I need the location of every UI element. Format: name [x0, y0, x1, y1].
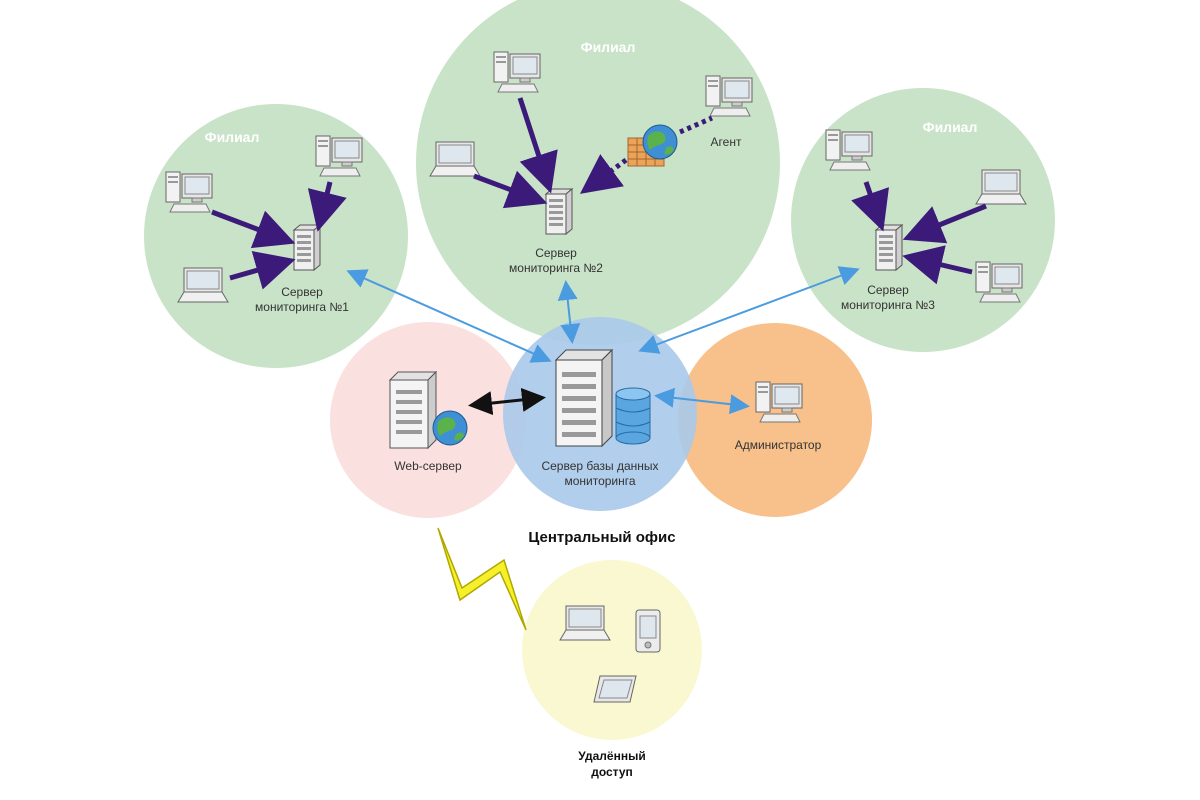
agent-dotted-link	[678, 115, 714, 135]
globe-icon	[642, 124, 678, 160]
web-server-icon	[388, 370, 438, 450]
remote-access-circle	[522, 560, 702, 740]
computer-icon	[315, 135, 363, 177]
laptop-icon	[429, 141, 481, 177]
database-icon	[615, 387, 651, 445]
arrow-right-laptop	[902, 203, 987, 244]
remote-access-label-line2: доступ	[591, 765, 633, 779]
arrow-right-pc2	[902, 245, 973, 285]
laptop-icon	[975, 169, 1027, 205]
central-office-label: Центральный офис	[528, 529, 675, 546]
server-icon	[293, 224, 321, 271]
server-icon	[875, 224, 903, 271]
branch-left-title: Филиал	[205, 129, 260, 145]
computer-icon	[705, 75, 753, 117]
laptop-icon	[559, 605, 611, 641]
arrow-right-pc1	[851, 181, 889, 232]
server-3-label-line1: Сервер	[867, 283, 909, 297]
pda-icon	[635, 609, 661, 653]
laptop-icon	[177, 267, 229, 303]
computer-icon	[755, 381, 803, 423]
link-web-db	[468, 387, 546, 416]
computer-icon	[165, 171, 213, 213]
branch-top-title: Филиал	[581, 39, 636, 55]
link-server3-db	[638, 266, 860, 354]
db-server-label-line1: Сервер базы данных	[541, 459, 658, 473]
globe-icon	[432, 410, 468, 446]
arrow-left-laptop	[229, 251, 296, 290]
link-server1-db	[346, 269, 552, 363]
link-db-admin	[654, 387, 750, 415]
computer-icon	[975, 261, 1023, 303]
arrow-top-laptop	[473, 170, 548, 209]
computer-icon	[493, 51, 541, 93]
link-server2-db	[557, 280, 581, 344]
remote-access-label-line1: Удалённый	[578, 749, 645, 763]
arrow-left-pc1	[211, 209, 296, 249]
arrow-left-pc2	[307, 181, 347, 232]
computer-icon	[825, 129, 873, 171]
db-server-icon	[554, 348, 614, 448]
db-server-label-line2: мониторинга	[564, 474, 635, 488]
server-1-label-line1: Сервер	[281, 285, 323, 299]
arrow-top-pc1	[517, 97, 558, 194]
server-3-label-line2: мониторинга №3	[841, 298, 935, 312]
agent-label: Агент	[711, 135, 742, 149]
server-icon	[545, 188, 573, 235]
tablet-icon	[593, 675, 637, 703]
server-1-label-line2: мониторинга №1	[255, 300, 349, 314]
web-server-label: Web-сервер	[394, 459, 462, 473]
admin-label: Администратор	[735, 438, 822, 452]
server-2-label-line1: Сервер	[535, 246, 577, 260]
server-2-label-line2: мониторинга №2	[509, 261, 603, 275]
lightning-icon	[437, 527, 527, 631]
branch-right-title: Филиал	[923, 119, 978, 135]
